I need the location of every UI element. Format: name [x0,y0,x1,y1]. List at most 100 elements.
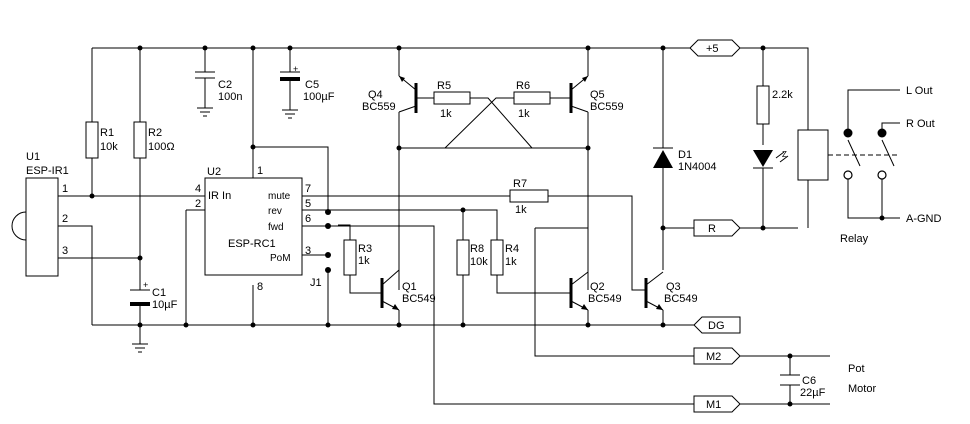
q1-ref: Q1 [402,281,417,293]
u1-pin-3: 3 [62,245,68,257]
r2-ref: R2 [148,127,162,139]
u2-label-mute: mute [268,191,291,202]
r6-resistor: R6 1k [513,80,551,120]
r4-ref: R4 [505,243,519,255]
net-plus5-text: +5 [706,43,719,55]
u1-ir-receiver: U1 ESP-IR1 1 2 3 [11,151,69,277]
u2-pin-3: 3 [305,245,311,257]
q1-transistor: Q1 BC549 [380,269,436,311]
q2-value: BC549 [588,293,622,305]
q2-transistor: Q2 BC549 [569,271,622,311]
u2-pin-2: 2 [195,198,201,210]
u2-pin-6: 6 [305,213,311,225]
c2-capacitor: C2 100n [195,71,242,117]
d1-value: 1N4004 [678,161,717,173]
r1-resistor: R1 10k [85,121,118,159]
j1-jumper: J1 [310,254,328,289]
q4-value: BC559 [362,101,396,113]
output-r-out: R Out [906,118,935,130]
u2-pin-1: 1 [257,165,263,177]
r8-resistor: R8 10k [456,239,488,276]
c5-ref: C5 [305,79,319,91]
junction-dots [89,45,885,407]
u2-pin-5: 5 [305,198,311,210]
c5-capacitor: + C5 100µF [280,64,335,119]
r5-resistor: R5 1k [433,80,471,120]
q5-ref: Q5 [590,89,605,101]
q4-transistor: Q4 BC559 [362,75,418,113]
u2-pin-7: 7 [305,183,311,195]
net-m1-text: M1 [706,399,721,411]
c2-value: 100n [218,91,242,103]
u1-pin-2: 2 [62,213,68,225]
r-led-value: 2.2k [772,89,793,101]
output-l-out: L Out [906,85,933,97]
r3-value: 1k [358,255,370,267]
led-indicator: Z [753,150,789,169]
wires [58,47,900,405]
u1-ref: U1 [26,151,40,163]
r6-ref: R6 [516,80,530,92]
output-pot: Pot [848,363,865,375]
u2-ref: U2 [207,166,221,178]
c1-capacitor: + C1 10µF [130,280,178,311]
r3-ref: R3 [358,243,372,255]
r8-value: 10k [470,256,488,268]
svg-text:+: + [143,280,148,290]
ground-symbol-c1 [132,325,148,353]
r2-value: 100Ω [148,141,175,153]
r5-ref: R5 [437,80,451,92]
c6-value: 22µF [800,387,826,399]
d1-diode: D1 1N4004 [653,147,717,173]
net-r-text: R [708,223,716,235]
output-motor: Motor [848,383,876,395]
u2-label-pom: PoM [270,253,291,264]
j1-ref: J1 [310,277,322,289]
relay-label: Relay [840,233,869,245]
u2-pin-8: 8 [257,281,263,293]
u1-pin-1: 1 [62,183,68,195]
c1-value: 10µF [152,299,178,311]
output-labels: L Out R Out A-GND Pot Motor [848,85,942,395]
r2-resistor: R2 100Ω [133,121,175,159]
u2-value: ESP-RC1 [228,238,276,250]
r-led-resistor: 2.2k [756,85,793,125]
net-label-m2: M2 [693,347,741,365]
u2-label-ir-in: IR In [208,190,231,202]
q5-value: BC559 [590,101,624,113]
r5-value: 1k [440,108,452,120]
d1-ref: D1 [678,149,692,161]
net-label-plus5: +5 [689,39,741,57]
net-label-dg: DG [693,316,741,334]
net-label-m1: M1 [693,395,741,413]
u2-label-rev: rev [268,206,282,217]
r4-value: 1k [505,256,517,268]
net-dg-text: DG [708,320,725,332]
u2-controller-ic: U2 ESP-RC1 IR In mute rev fwd PoM 1 4 2 … [195,165,311,293]
output-a-gnd: A-GND [906,213,942,225]
r7-ref: R7 [513,178,527,190]
q3-ref: Q3 [666,281,681,293]
svg-text:Z: Z [782,150,787,159]
net-label-r: R [693,219,741,237]
q2-ref: Q2 [590,281,605,293]
net-m2-text: M2 [706,351,721,363]
r4-resistor: R4 1k [490,239,519,276]
c6-capacitor: C6 22µF [780,374,826,399]
c5-value: 100µF [303,91,335,103]
c2-ref: C2 [218,79,232,91]
c6-ref: C6 [802,375,816,387]
q1-value: BC549 [402,293,436,305]
r3-resistor: R3 1k [343,239,372,276]
u2-pin-4: 4 [195,183,201,195]
r8-ref: R8 [470,243,484,255]
r1-value: 10k [100,141,118,153]
r7-resistor: R7 1k [509,178,549,216]
c1-ref: C1 [152,287,166,299]
u1-value: ESP-IR1 [26,165,69,177]
relay: Relay [797,78,900,245]
q3-transistor: Q3 BC549 [644,271,698,311]
r7-value: 1k [515,204,527,216]
r6-value: 1k [518,108,530,120]
